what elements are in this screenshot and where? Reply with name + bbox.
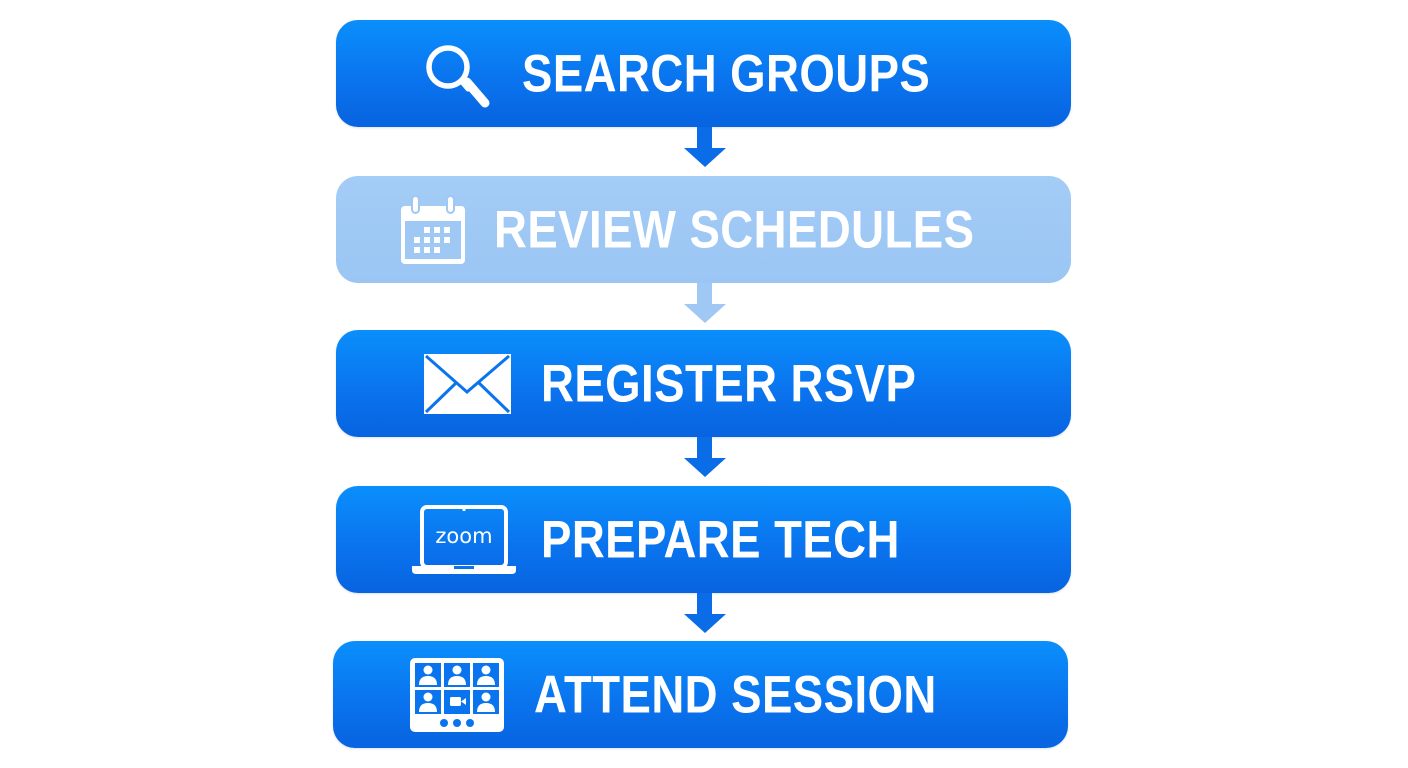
step-review-schedules[interactable]: REVIEW SCHEDULES [336, 176, 1071, 283]
step-label: ATTEND SESSION [534, 665, 937, 724]
video-conference-icon [410, 658, 504, 732]
step-attend-session[interactable]: ATTEND SESSION [333, 641, 1068, 748]
laptop-zoom-icon: zoom [412, 505, 516, 574]
step-label: PREPARE TECH [541, 510, 900, 569]
arrow-down-icon [684, 437, 726, 477]
arrow-down-icon [684, 593, 726, 633]
step-label: REVIEW SCHEDULES [494, 200, 975, 259]
step-label: SEARCH GROUPS [522, 44, 931, 103]
step-prepare-tech[interactable]: zoom PREPARE TECH [336, 486, 1071, 593]
envelope-icon [424, 354, 511, 414]
step-register-rsvp[interactable]: REGISTER RSVP [336, 330, 1071, 437]
svg-text:zoom: zoom [435, 524, 492, 548]
arrow-down-icon [684, 127, 726, 167]
calendar-icon [401, 195, 465, 264]
arrow-down-icon [684, 283, 726, 323]
step-label: REGISTER RSVP [541, 354, 917, 413]
search-icon [426, 45, 490, 108]
step-search-groups[interactable]: SEARCH GROUPS [336, 20, 1071, 127]
